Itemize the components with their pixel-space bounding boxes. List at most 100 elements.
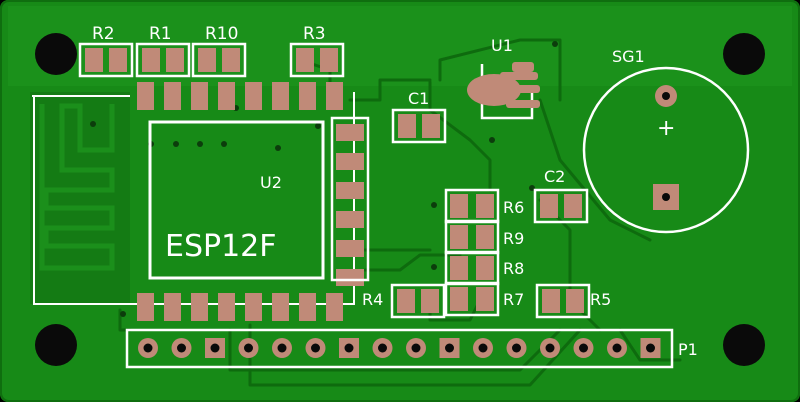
label-r7: R7 xyxy=(503,290,524,309)
label-r1: R1 xyxy=(149,24,172,44)
c1-pad-2 xyxy=(422,114,440,138)
pads xyxy=(85,48,584,321)
esp-bottom-pad xyxy=(164,293,181,321)
esp-bottom-pad xyxy=(326,293,343,321)
u1-body-pad xyxy=(467,74,521,106)
r7-outline xyxy=(444,281,500,317)
sg1-buzzer xyxy=(582,66,750,234)
r10-outline xyxy=(191,42,247,78)
esp-top-pad xyxy=(272,82,289,110)
header-pin-hole xyxy=(445,343,454,353)
r2-pad-1 xyxy=(85,48,103,72)
r5-outline xyxy=(535,283,591,319)
r4-pad-2 xyxy=(421,289,439,313)
r6-pad-1 xyxy=(450,194,468,218)
label-r4: R4 xyxy=(362,290,383,309)
r10-pad-1 xyxy=(198,48,216,72)
esp-side-pad xyxy=(336,240,364,257)
header-pin-hole xyxy=(177,343,186,353)
label-r10: R10 xyxy=(205,24,238,44)
r5-pad-2 xyxy=(566,289,584,313)
mounting-hole-top-left xyxy=(35,33,77,75)
label-esp12f: ESP12F xyxy=(165,229,277,264)
header-pin-hole xyxy=(277,343,287,353)
esp-side-pad xyxy=(336,182,364,199)
header-pin-hole xyxy=(646,343,655,353)
c2-outline xyxy=(533,188,589,224)
r4-pad-1 xyxy=(397,289,415,313)
r6-pad-2 xyxy=(476,194,494,218)
esp-bottom-pad xyxy=(272,293,289,321)
header-pin-hole xyxy=(478,343,488,353)
label-c2: C2 xyxy=(544,167,565,186)
designator-labels: R2 R1 R10 R3 U1 C1 SG1 + U2 ESP12F C2 R6… xyxy=(92,24,698,359)
r5-pad-1 xyxy=(542,289,560,313)
silkscreen-outlines xyxy=(78,42,591,319)
r3-outline xyxy=(289,42,345,78)
r1-pad-2 xyxy=(166,48,184,72)
label-p1: P1 xyxy=(678,340,698,359)
r1-outline xyxy=(135,42,191,78)
header-pin-hole xyxy=(512,343,521,353)
header-pin-hole xyxy=(378,343,387,353)
label-r5: R5 xyxy=(590,290,611,309)
esp-side-pad xyxy=(336,269,364,286)
esp-top-pad xyxy=(137,82,154,110)
u1-component xyxy=(467,62,540,120)
esp-bottom-pad xyxy=(218,293,235,321)
label-sg1-polarity: + xyxy=(657,116,675,141)
label-r2: R2 xyxy=(92,24,115,44)
esp-bottom-pad xyxy=(191,293,208,321)
r7-pad-1 xyxy=(450,287,468,311)
esp-side-pad xyxy=(336,211,364,228)
esp-top-pad xyxy=(326,82,343,110)
header-pin-hole xyxy=(612,343,622,353)
label-sg1: SG1 xyxy=(612,47,645,66)
r2-pad-2 xyxy=(109,48,127,72)
header-pin-hole xyxy=(411,343,421,353)
esp-bottom-pad xyxy=(245,293,262,321)
label-r8: R8 xyxy=(503,259,524,278)
header-pin-hole xyxy=(143,343,153,353)
r3-pad-2 xyxy=(320,48,338,72)
esp-top-pad xyxy=(245,82,262,110)
esp-bottom-pad xyxy=(137,293,154,321)
esp-top-pad xyxy=(164,82,181,110)
esp-bottom-pad xyxy=(299,293,316,321)
header-pin-hole xyxy=(579,343,588,353)
header-pin-hole xyxy=(344,343,354,353)
c1-pad-1 xyxy=(398,114,416,138)
mounting-hole-bottom-left xyxy=(35,324,77,366)
r3-pad-1 xyxy=(296,48,314,72)
r8-pad-2 xyxy=(476,256,494,280)
label-u2: U2 xyxy=(260,173,282,192)
label-r9: R9 xyxy=(503,229,524,248)
header-pin-hole xyxy=(210,343,220,353)
label-r3: R3 xyxy=(303,24,326,44)
p1-header-pins xyxy=(138,338,661,358)
r8-pad-1 xyxy=(450,256,468,280)
antenna-trace xyxy=(39,103,115,271)
r10-pad-2 xyxy=(222,48,240,72)
mounting-holes xyxy=(35,33,765,366)
copper-pour-top xyxy=(8,6,792,86)
label-r6: R6 xyxy=(503,198,524,217)
label-u1: U1 xyxy=(491,36,513,55)
esp-top-pad xyxy=(218,82,235,110)
esp12f-shield xyxy=(148,120,325,280)
esp-side-pad xyxy=(336,124,364,141)
p1-header-outline xyxy=(125,328,674,369)
r7-pad-2 xyxy=(476,287,494,311)
r4-outline xyxy=(390,283,446,319)
header-pin-hole xyxy=(545,343,555,353)
esp-side-pad-outline xyxy=(330,116,370,282)
esp-top-pad xyxy=(191,82,208,110)
r2-outline xyxy=(78,42,134,78)
c2-pad-2 xyxy=(564,194,582,218)
c1-outline xyxy=(391,108,447,144)
mounting-hole-top-right xyxy=(723,33,765,75)
header-pin-hole xyxy=(311,343,320,353)
header-pin-hole xyxy=(244,343,253,353)
